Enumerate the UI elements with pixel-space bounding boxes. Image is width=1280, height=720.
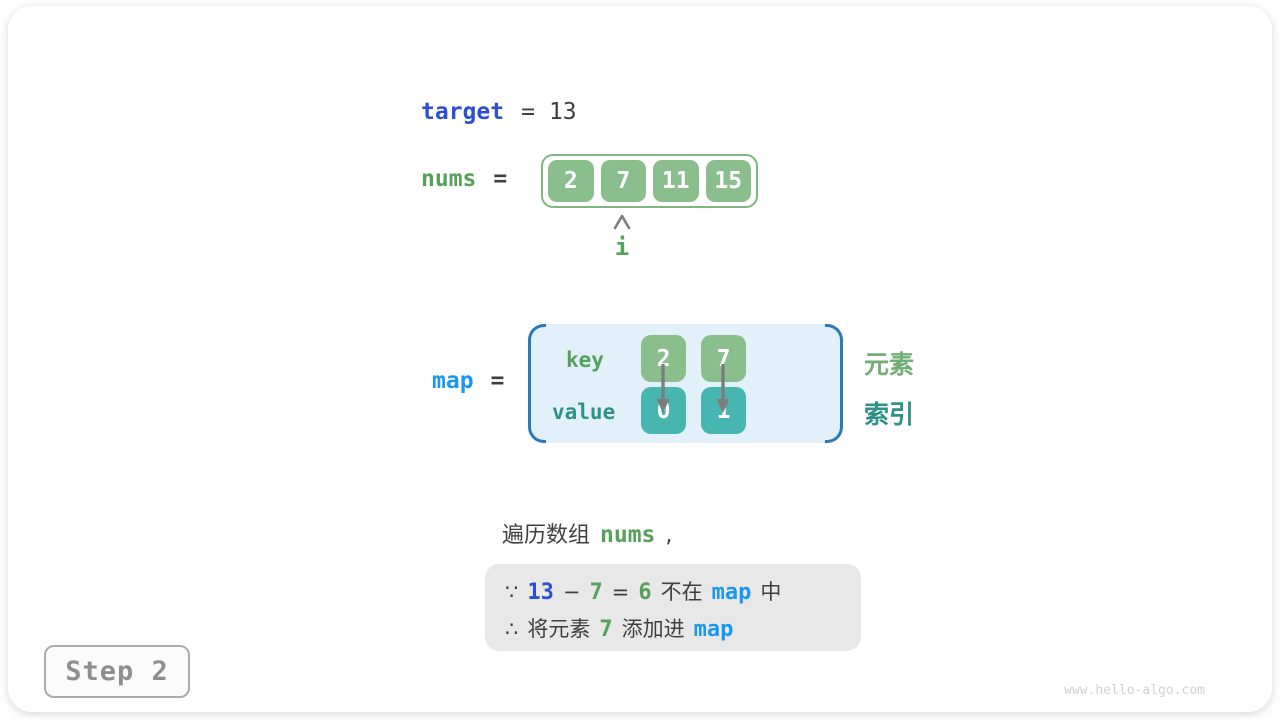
caption-prefix: 遍历数组 bbox=[502, 523, 591, 548]
target-value: 13 bbox=[548, 99, 577, 125]
equals-sign: = bbox=[611, 580, 630, 604]
legend-index: 索引 bbox=[864, 400, 915, 429]
map-container: key value 2 7 0 1 bbox=[528, 324, 843, 443]
key-to-value-arrow bbox=[716, 364, 730, 413]
minus-sign: − bbox=[562, 580, 581, 604]
legend-element: 元素 bbox=[864, 350, 915, 379]
note-line-because: ∵ 13 − 7 = 6 不在 map 中 bbox=[505, 576, 781, 606]
target-var-name: target bbox=[421, 99, 505, 125]
therefore-sign: ∴ bbox=[505, 617, 519, 641]
map-var-name: map bbox=[432, 368, 474, 394]
note-action-text-1: 将元素 bbox=[527, 617, 591, 641]
nums-var-name: nums bbox=[421, 166, 477, 192]
because-sign: ∵ bbox=[505, 580, 519, 604]
caption-sentence: 遍历数组 nums , bbox=[502, 517, 672, 549]
key-to-value-arrow bbox=[656, 364, 670, 413]
array-cell: 7 bbox=[600, 160, 646, 202]
nums-assignment: nums = bbox=[421, 166, 507, 192]
note-suffix-text: 中 bbox=[760, 580, 782, 604]
note-line-therefore: ∴ 将元素 7 添加进 map bbox=[505, 613, 733, 643]
nums-equals-sign: = bbox=[493, 166, 508, 192]
note-difference-value: 6 bbox=[638, 580, 652, 605]
reasoning-note: ∵ 13 − 7 = 6 不在 map 中 ∴ 将元素 7 添加进 map bbox=[485, 564, 861, 651]
map-equals-sign: = bbox=[490, 368, 505, 394]
step-label: Step 2 bbox=[65, 656, 169, 687]
note-map-ref: map bbox=[711, 580, 752, 605]
map-key-row-label: key bbox=[566, 348, 604, 372]
note-current-value: 7 bbox=[589, 580, 603, 605]
caption-nums-ref: nums bbox=[600, 522, 656, 548]
target-equals-sign: = bbox=[521, 99, 535, 125]
index-pointer-label: i bbox=[614, 233, 630, 261]
map-bracket-left-icon bbox=[528, 324, 546, 443]
index-pointer-arrow bbox=[613, 214, 631, 230]
map-bracket-right-icon bbox=[825, 324, 843, 443]
nums-array: 2 7 11 15 bbox=[541, 154, 758, 208]
map-assignment: map = bbox=[432, 368, 504, 394]
array-cell: 2 bbox=[548, 160, 594, 202]
array-cell: 15 bbox=[705, 160, 751, 202]
note-element-value: 7 bbox=[599, 617, 613, 642]
site-watermark: www.hello-algo.com bbox=[1064, 683, 1205, 698]
figure-card: target = 13 nums = 2 7 11 15 i map = bbox=[8, 6, 1272, 712]
step-badge: Step 2 bbox=[44, 645, 190, 698]
note-action-text-2: 添加进 bbox=[621, 617, 685, 641]
note-not-in-text: 不在 bbox=[660, 580, 703, 604]
map-value-row-label: value bbox=[552, 400, 616, 424]
note-map-ref: map bbox=[693, 617, 734, 642]
target-assignment: target = 13 bbox=[421, 99, 577, 125]
note-target-value: 13 bbox=[527, 580, 554, 605]
caption-comma: , bbox=[665, 523, 673, 548]
array-cell: 11 bbox=[653, 160, 699, 202]
